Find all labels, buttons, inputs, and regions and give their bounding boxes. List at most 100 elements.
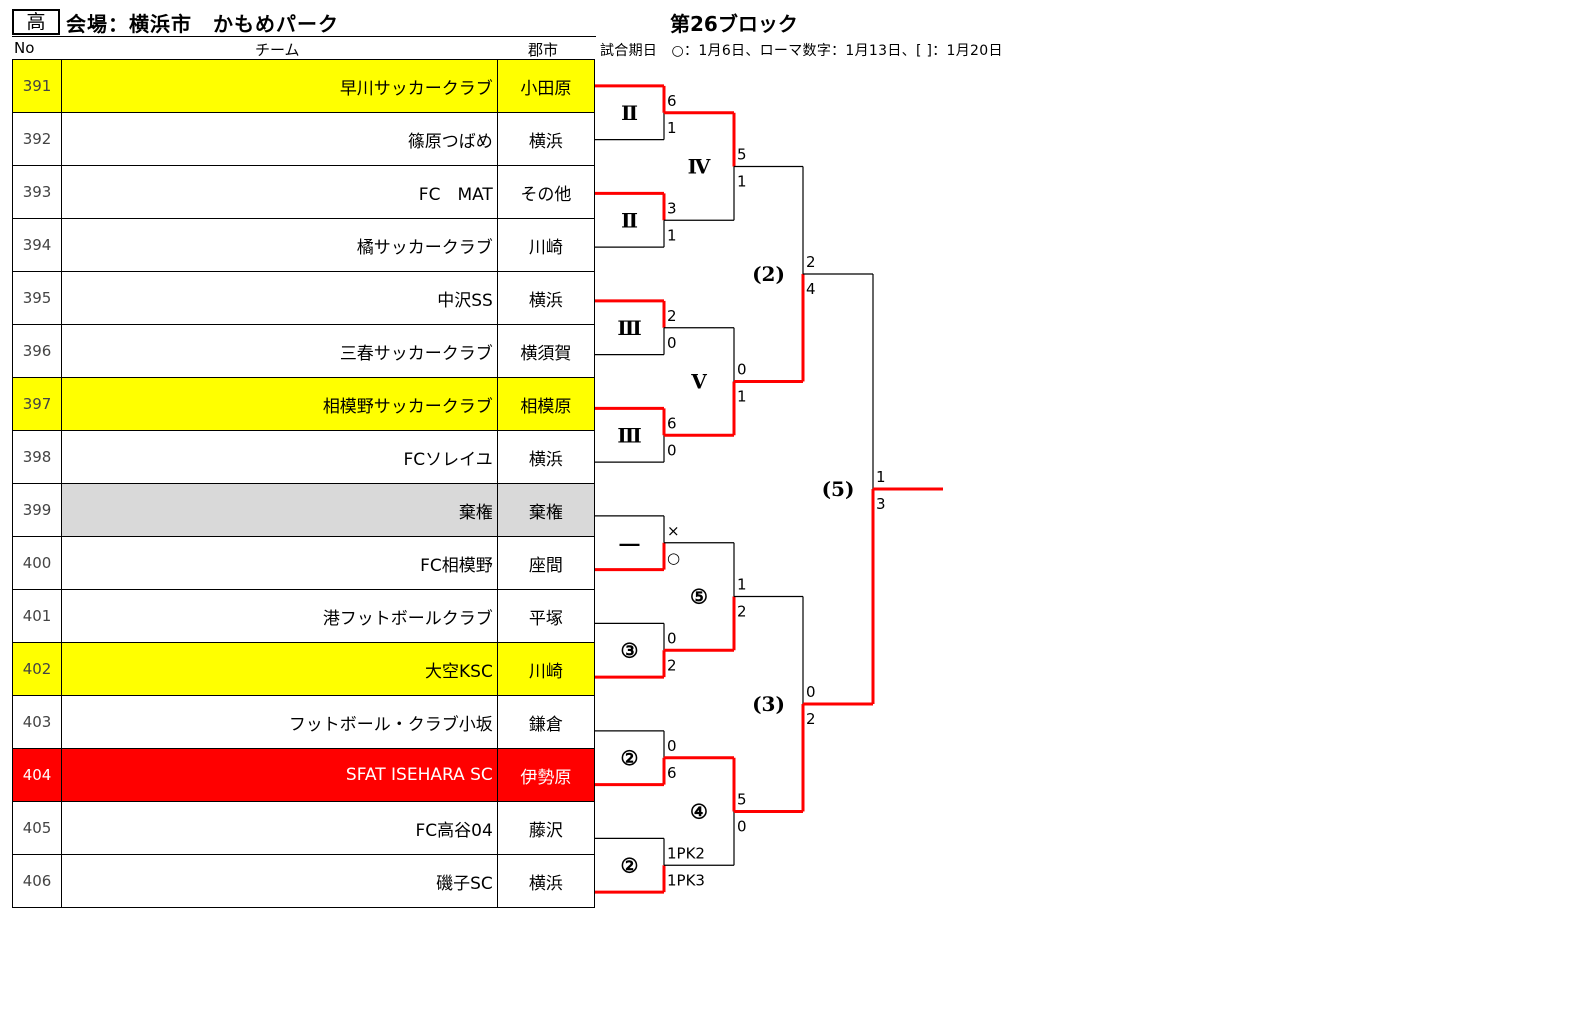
- team-name: 篠原つばめ: [61, 112, 498, 166]
- column-header-no: No: [14, 39, 35, 57]
- match-label: Ⅱ: [621, 208, 638, 232]
- team-name: 大空KSC: [61, 642, 498, 696]
- match-score: 1: [876, 468, 886, 486]
- match-score: 2: [806, 253, 816, 271]
- team-name: 橘サッカークラブ: [61, 218, 498, 272]
- team-number: 404: [11, 748, 63, 802]
- team-number: 394: [11, 218, 63, 272]
- match-score: 1: [667, 226, 677, 244]
- match-score: 1: [737, 576, 747, 594]
- team-number: 405: [11, 801, 63, 855]
- team-number: 399: [11, 483, 63, 537]
- match-score: 5: [737, 146, 747, 164]
- match-label: ②: [621, 746, 639, 770]
- team-name: FC相模野: [61, 536, 498, 590]
- match-score: 1PK3: [667, 871, 705, 889]
- header-divider: [12, 36, 596, 37]
- team-number: 401: [11, 589, 63, 643]
- team-number: 393: [11, 165, 63, 219]
- team-city: その他: [496, 165, 596, 219]
- team-name: 港フットボールクラブ: [61, 589, 498, 643]
- match-label: Ⅲ: [617, 423, 641, 447]
- match-label: (2): [752, 262, 785, 286]
- match-score: 2: [667, 656, 677, 674]
- match-label: ②: [621, 853, 639, 877]
- division-badge: 高: [12, 9, 60, 35]
- match-score: 2: [737, 603, 747, 621]
- match-score: 1: [737, 173, 747, 191]
- match-label: (3): [752, 692, 785, 716]
- team-city: 鎌倉: [496, 695, 596, 749]
- venue-title: 会場：横浜市 かもめパーク: [66, 12, 339, 36]
- match-label: Ⅱ: [621, 101, 638, 125]
- schedule-note: 試合期日 ○：1月6日、ローマ数字：1月13日、[ ]：1月20日: [600, 43, 1003, 59]
- team-name: 三春サッカークラブ: [61, 324, 498, 378]
- team-number: 392: [11, 112, 63, 166]
- match-label: ④: [690, 800, 708, 824]
- match-score: 0: [667, 737, 677, 755]
- match-score: 0: [737, 361, 747, 379]
- team-city: 棄権: [496, 483, 596, 537]
- team-name: 磯子SC: [61, 854, 498, 908]
- match-score: 0: [667, 441, 677, 459]
- column-header-team: チーム: [255, 41, 300, 59]
- team-name: 相模野サッカークラブ: [61, 377, 498, 431]
- match-score: 3: [667, 199, 677, 217]
- team-number: 395: [11, 271, 63, 325]
- team-city: 横浜: [496, 271, 596, 325]
- team-name: SFAT ISEHARA SC: [61, 748, 498, 802]
- team-name: FC MAT: [61, 165, 498, 219]
- team-number: 403: [11, 695, 63, 749]
- team-number: 391: [11, 59, 63, 113]
- team-number: 400: [11, 536, 63, 590]
- team-city: 平塚: [496, 589, 596, 643]
- match-score: 6: [667, 92, 677, 110]
- match-label: Ⅲ: [617, 316, 641, 340]
- team-city: 相模原: [496, 377, 596, 431]
- match-score: 1: [667, 119, 677, 137]
- team-city: 横須賀: [496, 324, 596, 378]
- team-number: 398: [11, 430, 63, 484]
- match-score: 0: [806, 683, 816, 701]
- column-header-city: 郡市: [528, 41, 559, 59]
- team-name: 棄権: [61, 483, 498, 537]
- team-number: 406: [11, 854, 63, 908]
- team-name: FCソレイユ: [61, 430, 498, 484]
- match-score: 6: [667, 414, 677, 432]
- match-label: ―: [620, 531, 640, 555]
- block-title: 第26ブロック: [670, 12, 798, 36]
- match-score: 5: [737, 791, 747, 809]
- match-score: 0: [667, 334, 677, 352]
- match-score: 4: [806, 280, 816, 298]
- match-score: 0: [737, 818, 747, 836]
- team-city: 横浜: [496, 430, 596, 484]
- match-score: ×: [667, 522, 680, 540]
- match-score: 1: [737, 388, 747, 406]
- match-score: 0: [667, 629, 677, 647]
- match-label: ⑤: [690, 585, 708, 609]
- match-score: 2: [667, 307, 677, 325]
- team-name: 中沢SS: [61, 271, 498, 325]
- team-name: フットボール・クラブ小坂: [61, 695, 498, 749]
- match-label: Ⅴ: [690, 370, 707, 394]
- team-number: 402: [11, 642, 63, 696]
- team-name: FC高谷04: [61, 801, 498, 855]
- team-number: 397: [11, 377, 63, 431]
- team-city: 横浜: [496, 112, 596, 166]
- match-score: ○: [667, 549, 680, 567]
